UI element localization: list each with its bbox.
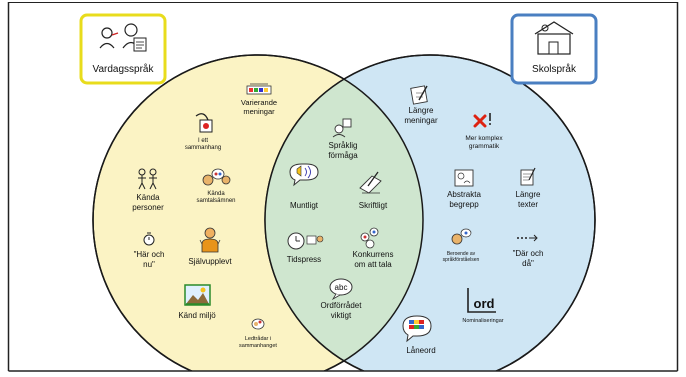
ord-text: ord <box>474 296 495 311</box>
spraklig-line2: förmåga <box>328 151 358 160</box>
item-har-och-nu: "Här och nu" <box>134 232 165 269</box>
skolsprak-box: Skolspråk <box>510 13 598 85</box>
beroende-line1: Beroende av <box>447 251 476 257</box>
abstrakta-line2: begrepp <box>449 200 479 209</box>
konkurrens-line1: Konkurrens <box>353 250 394 259</box>
cross-exclamation-icon <box>473 113 491 128</box>
school-building-icon <box>534 21 574 55</box>
konkurrens-line2: om att tala <box>354 260 392 269</box>
beroende-line2: språkförståelsen <box>443 256 480 263</box>
item-laneord: Låneord <box>402 315 436 355</box>
varierande-line1: Varierande <box>241 98 277 107</box>
item-nominaliseringar: ord Nominaliseringar <box>462 288 504 324</box>
kand-miljo-label: Känd miljö <box>178 311 216 320</box>
laneord-label: Låneord <box>406 346 435 355</box>
kanda-samtal-line2: samtalsämnen <box>196 198 235 204</box>
ordforradet-line1: Ordförrådet <box>321 301 363 310</box>
kanda-personer-line2: personer <box>132 203 164 212</box>
har-och-nu-line1: "Här och <box>134 250 165 259</box>
har-och-nu-line2: nu" <box>143 260 155 269</box>
competing-talk-icon <box>360 227 379 249</box>
item-beroende: Beroende av språkförståelsen <box>443 228 480 263</box>
item-abstrakta-begrepp: Abstrakta begrepp <box>447 169 481 209</box>
item-ledtradar: Ledtrådar i sammanhanget <box>239 318 277 349</box>
item-sjalvupplevt: Självupplevt <box>188 227 232 266</box>
abstrakta-line1: Abstrakta <box>447 190 481 199</box>
mer-komplex-line2: grammatik <box>469 143 500 150</box>
langre-meningar-line1: Längre <box>409 106 434 115</box>
item-varierande-meningar: Varierande meningar <box>241 83 277 116</box>
dar-och-da-line2: då" <box>522 259 534 268</box>
document-icon <box>520 167 536 186</box>
ordforradet-line2: viktigt <box>331 311 352 320</box>
arrow-dots-icon <box>517 234 538 242</box>
ledtradar-line1: Ledtrådar i <box>245 335 271 342</box>
people-talking-icon <box>99 23 147 52</box>
clue-icon <box>251 318 265 330</box>
item-dar-och-da: "Där och då" <box>513 234 544 268</box>
abc-bubble-icon: abc <box>329 278 353 301</box>
abstract-concept-icon <box>454 169 474 187</box>
kanda-personer-line1: Kända <box>136 193 160 202</box>
item-i-ett-sammanhang: I ett sammanhang <box>185 113 221 151</box>
clock-icon <box>287 232 324 250</box>
item-tidspress: Tidspress <box>287 232 324 264</box>
overlap-region <box>265 55 423 377</box>
flags-bubble-icon <box>402 315 432 343</box>
abc-text: abc <box>335 283 348 292</box>
mer-komplex-line1: Mer komplex <box>465 135 503 142</box>
i-ett-line1: I ett <box>198 138 208 144</box>
sentence-blocks-icon <box>246 83 272 95</box>
item-skriftligt: Skriftligt <box>359 171 388 210</box>
understanding-icon <box>451 228 472 245</box>
ord-word-icon: ord <box>467 288 496 313</box>
tidspress-label: Tidspress <box>287 255 321 264</box>
item-spraklig-formaga: Språklig förmåga <box>328 118 358 160</box>
item-kanda-samtalsamnen: Kända samtalsämnen <box>196 168 236 204</box>
langre-texter-line2: texter <box>518 200 538 209</box>
varierande-line2: meningar <box>243 107 275 116</box>
item-kand-miljo: Känd miljö <box>178 284 216 320</box>
timer-icon <box>143 232 155 246</box>
spraklig-line1: Språklig <box>329 141 358 150</box>
skriftligt-label: Skriftligt <box>359 201 388 210</box>
langre-meningar-line2: meningar <box>404 116 438 125</box>
conversation-topics-icon <box>202 168 231 186</box>
nominal-label: Nominaliseringar <box>462 318 503 324</box>
item-langre-texter: Längre texter <box>516 167 541 209</box>
muntligt-label: Muntligt <box>290 201 319 210</box>
vardagssprak-box: Vardagsspråk <box>79 13 167 85</box>
right-circle-outline <box>264 54 596 377</box>
skolsprak-label: Skolspråk <box>532 63 577 75</box>
speech-bubble-icon <box>289 163 319 187</box>
i-ett-line2: sammanhang <box>185 145 221 151</box>
langre-texter-line1: Längre <box>516 190 541 199</box>
item-ordforradet: abc Ordförrådet viktigt <box>321 278 363 320</box>
landscape-icon <box>184 284 211 306</box>
two-people-icon <box>138 168 157 190</box>
pencil-paper-icon <box>410 85 428 105</box>
vardagssprak-label: Vardagsspråk <box>93 63 155 75</box>
item-mer-komplex-grammatik: Mer komplex grammatik <box>465 113 503 150</box>
ledtradar-line2: sammanhanget <box>239 343 277 349</box>
kanda-samtal-line1: Kända <box>207 191 225 197</box>
sjalvupplevt-label: Självupplevt <box>188 257 232 266</box>
language-ability-icon <box>332 118 352 138</box>
dar-och-da-line1: "Där och <box>513 249 544 258</box>
person-self-icon <box>199 227 221 253</box>
context-icon <box>195 113 213 133</box>
item-langre-meningar: Längre meningar <box>404 85 438 125</box>
item-konkurrens: Konkurrens om att tala <box>353 227 394 269</box>
item-kanda-personer: Kända personer <box>132 168 164 212</box>
item-muntligt: Muntligt <box>289 163 319 210</box>
left-circle-outline <box>92 54 424 377</box>
writing-hand-icon <box>359 171 382 194</box>
